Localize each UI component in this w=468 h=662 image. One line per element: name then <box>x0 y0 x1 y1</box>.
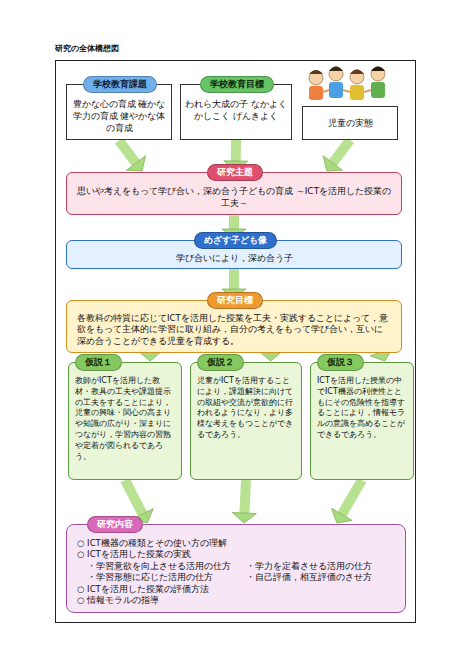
heading-tab: めざす子ども像 <box>194 232 277 249</box>
body-text: ・学習意欲を向上させる活用の仕方 <box>77 561 236 572</box>
diagram-box: 学校教育目標われら大成の子 なかよく かしこく げんきよく <box>180 84 292 140</box>
flow-arrow <box>232 480 256 523</box>
body-text: ・自己評価，相互評価のさせ方 <box>236 572 395 583</box>
diagram-box: 学校教育課題豊かな心の育成 確かな学力の育成 健やかな体の育成 <box>66 84 172 140</box>
diagram-box: 研究目標各教科の特質に応じてICTを活用した授業を工夫・実践することによって，意… <box>66 300 402 353</box>
heading-tab: 仮説３ <box>317 354 364 371</box>
diagram-title: 研究の全体構想図 <box>55 43 119 54</box>
body-text: ○ 情報モラルの指導 <box>77 595 395 606</box>
arrow-head <box>126 156 145 171</box>
diagram-box: 仮説１教師がICTを活用した教材・教具の工夫や課題提示の工夫をすることにより，児… <box>68 362 182 480</box>
diagram-box: 研究主題思いや考えをもって学び合い，深め合う子どもの育成 ～ICTを活用した授業… <box>66 172 402 215</box>
body-text: 思いや考えをもって学び合い，深め合う子どもの育成 ～ICTを活用した授業の工夫～ <box>75 185 393 209</box>
body-text: ICTを活用した授業の中でICT機器の利便性とともにその危険性を指導することによ… <box>317 376 407 441</box>
body-text: 教師がICTを活用した教材・教具の工夫や課題提示の工夫をすることにより，児童の興… <box>75 376 175 462</box>
frame-border <box>56 61 416 623</box>
arrow-shaft <box>333 140 350 163</box>
body-text: ○ ICTを活用した授業の評価方法 <box>77 584 395 595</box>
diagram-box: 仮説３ICTを活用した授業の中でICT機器の利便性とともにその危険性を指導するこ… <box>310 362 414 480</box>
body-text: 児童がICTを活用することにより，課題解決に向けての取組や交流が意欲的に行われる… <box>197 376 295 441</box>
heading-tab: 仮説１ <box>75 354 122 371</box>
body-text: ・学習形態に応じた活用の仕方 <box>77 572 236 583</box>
arrow-shaft <box>244 480 246 513</box>
arrow-head <box>332 508 353 523</box>
heading-tab: 学校教育課題 <box>83 76 157 93</box>
heading-tab: 学校教育目標 <box>200 76 274 93</box>
arrow-shaft <box>231 140 241 161</box>
body-text: ○ ICTを活用した授業の実践 <box>77 549 395 560</box>
body-text: 各教科の特質に応じてICTを活用した授業を工夫・実践することによって，意欲をもっ… <box>77 313 391 347</box>
diagram-box: めざす子ども像学び合いにより，深め合う子 <box>66 240 402 269</box>
flow-arrow <box>119 140 146 171</box>
diagram-box: 研究内容○ ICT機器の種類とその使い方の理解○ ICTを活用した授業の実践・学… <box>66 524 406 613</box>
box-label: 児童の実態 <box>307 117 393 129</box>
arrow-head <box>232 512 256 523</box>
body-text: われら大成の子 なかよく かしこく げんきよく <box>185 98 287 122</box>
arrow-shaft <box>342 480 362 514</box>
arrow-shaft <box>125 480 143 514</box>
flow-arrow <box>332 480 362 523</box>
body-text: ○ ICT機器の種類とその使い方の理解 <box>77 538 395 549</box>
arrow-shaft <box>229 269 239 289</box>
body-text: 学び合いにより，深め合う子 <box>75 252 393 264</box>
body-text: ・学力を定着させる活用の仕方 <box>236 561 395 572</box>
heading-tab: 研究目標 <box>207 292 263 309</box>
body-text: 豊かな心の育成 確かな学力の育成 健やかな体の育成 <box>71 98 167 134</box>
diagram-box: 仮説２児童がICTを活用することにより，課題解決に向けての取組や交流が意欲的に行… <box>190 362 302 480</box>
arrow-shaft <box>229 215 239 229</box>
heading-tab: 研究内容 <box>87 516 143 533</box>
arrow-head <box>323 156 342 171</box>
flow-arrow <box>323 140 350 171</box>
arrow-shaft <box>119 140 136 163</box>
heading-tab: 仮説２ <box>197 354 244 371</box>
diagram-box: 児童の実態 <box>302 106 398 140</box>
children-illustration <box>309 67 385 101</box>
heading-tab: 研究主題 <box>207 164 263 181</box>
